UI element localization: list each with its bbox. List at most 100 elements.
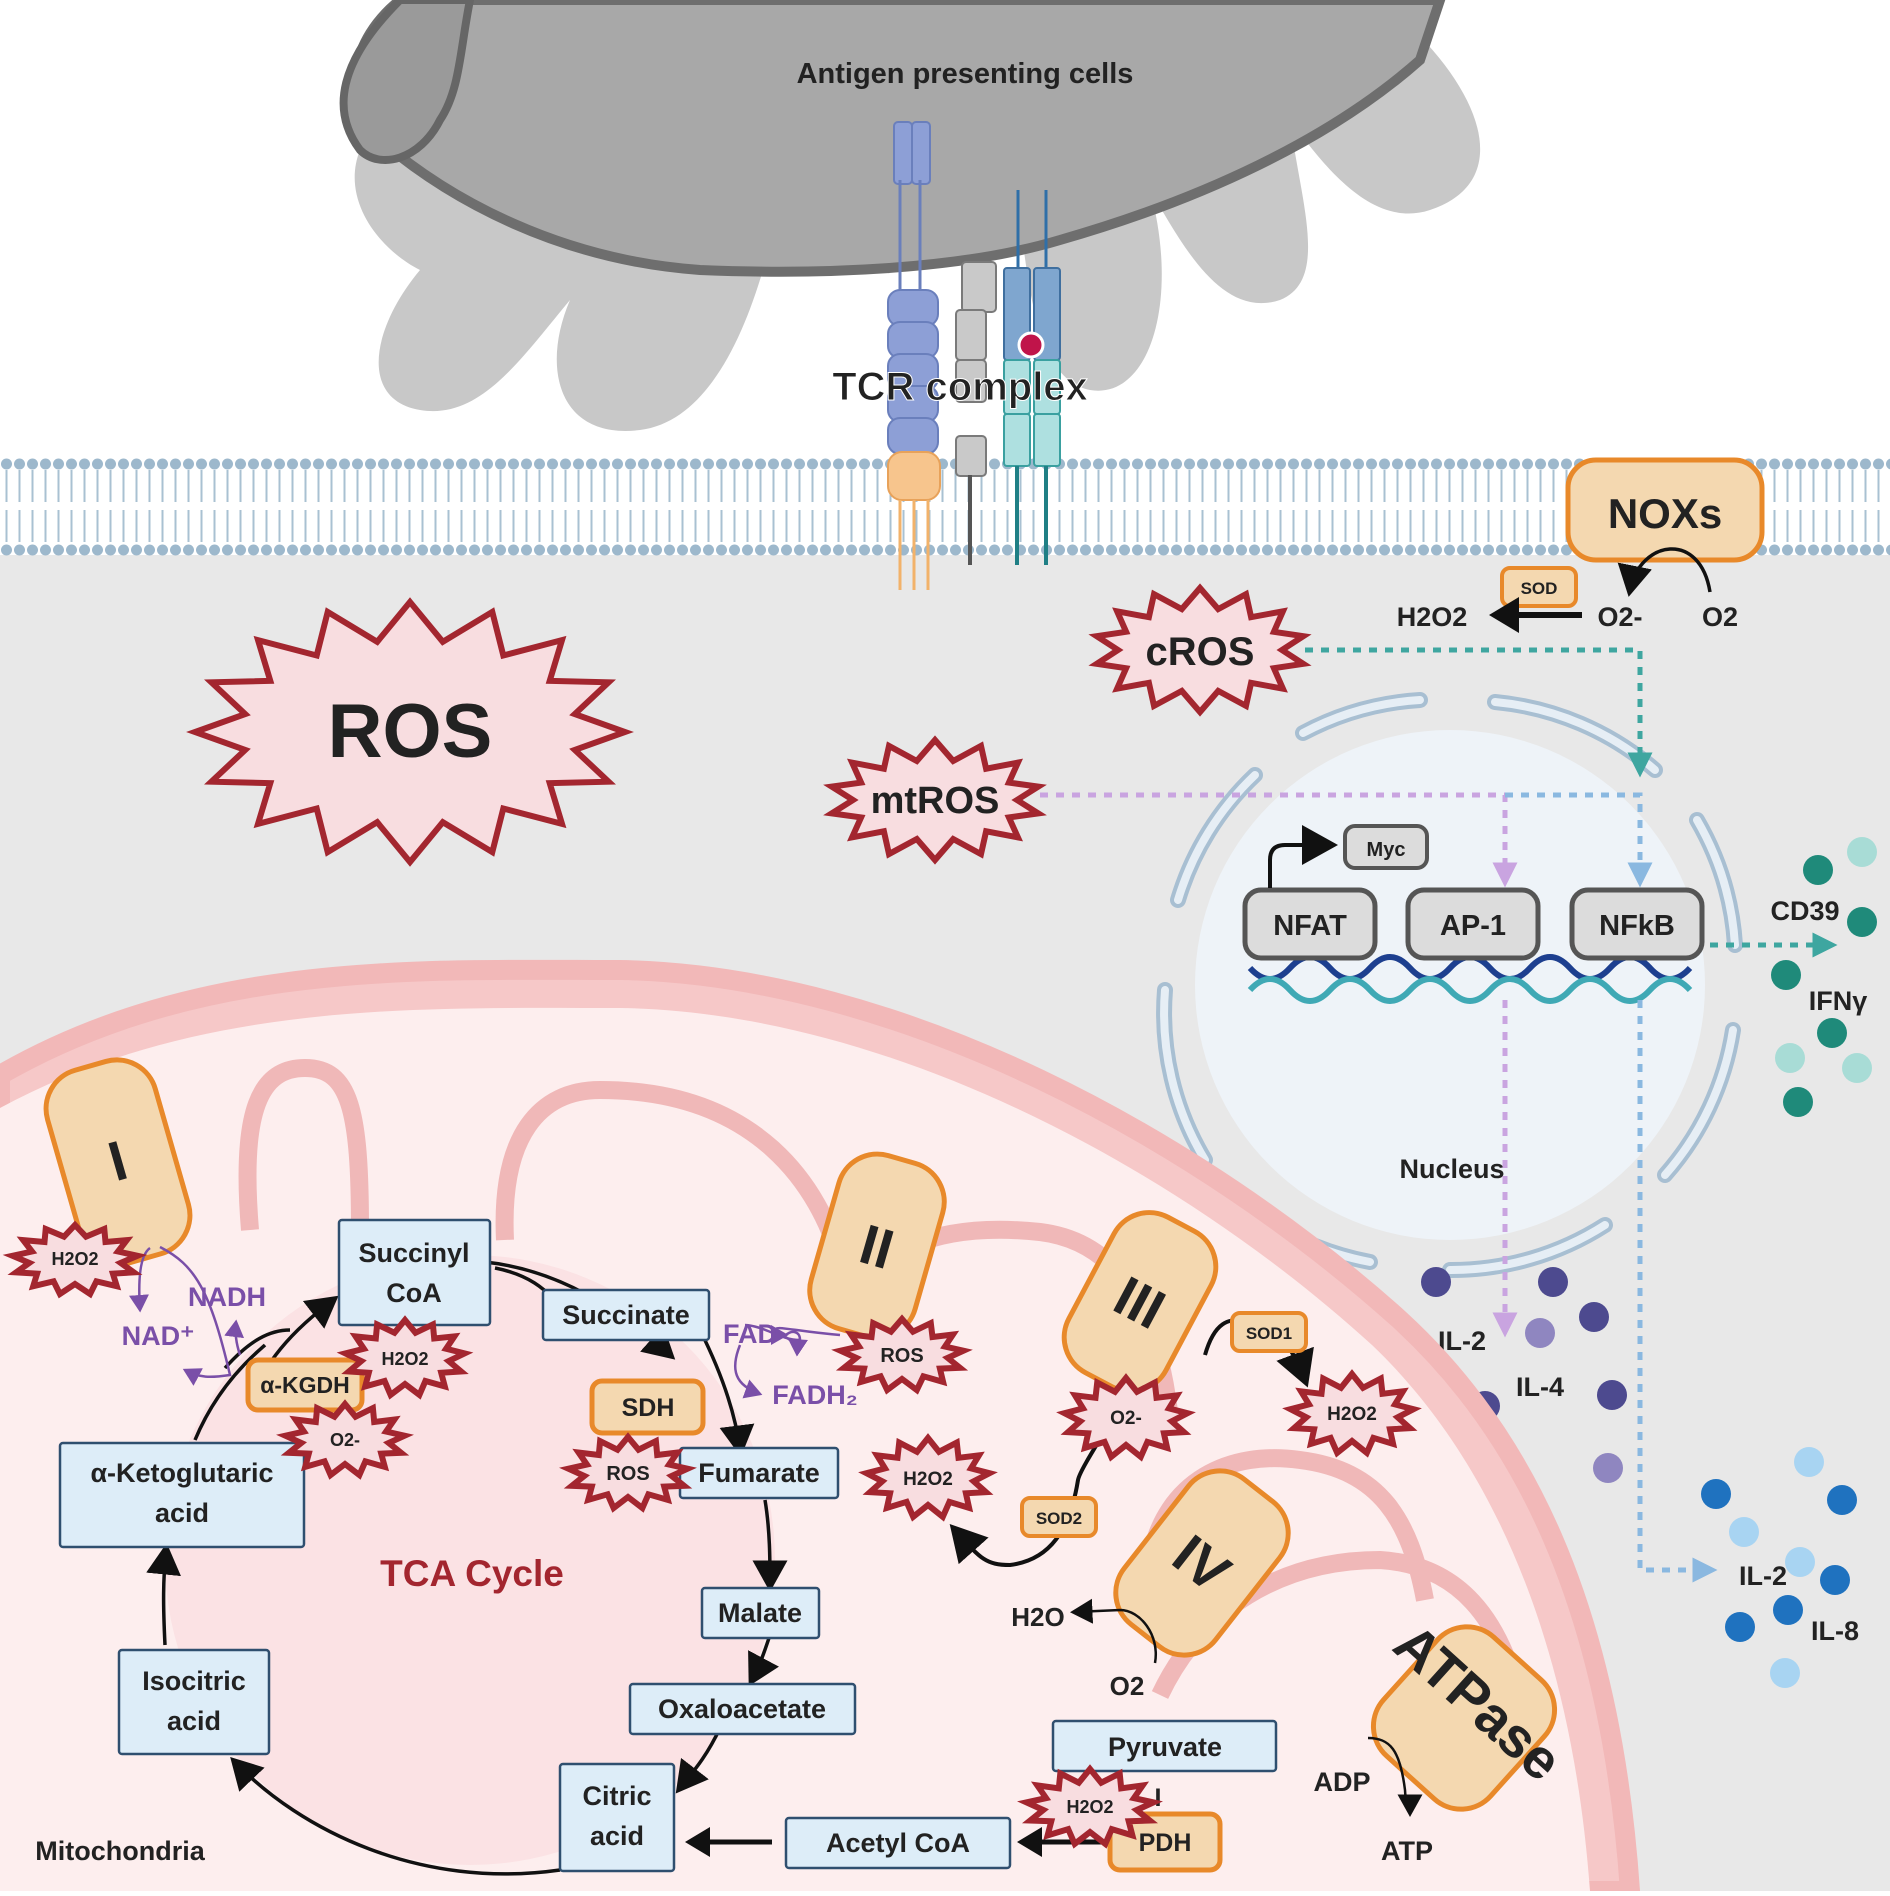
nox-o2-label: O2 [1702, 602, 1738, 632]
tf-ap1-label: AP-1 [1440, 910, 1506, 942]
pyruvate-box [1051, 1719, 1278, 1773]
apc-label: Antigen presenting cells [797, 58, 1134, 90]
ros-star-h2o2-sod1: H2O2 [1282, 1369, 1422, 1458]
il4-label: IL-4 [1516, 1372, 1564, 1402]
s6-label: O2- [1110, 1408, 1142, 1429]
cros-star: cROS [1088, 583, 1312, 717]
s4-label: ROS [606, 1463, 649, 1485]
ros-star-o2-akgdh: O2- [276, 1399, 414, 1480]
cytokines-blue: IL-2 IL-8 [1701, 1447, 1859, 1688]
tf-ap1 [1405, 887, 1541, 961]
atp-label: ATP [1381, 1836, 1433, 1866]
ros-star-h2o2-c1: H2O2 [2, 1220, 148, 1299]
succinyl-coa-label-2: CoA [386, 1278, 442, 1308]
tca-cycle-label: TCA Cycle [380, 1553, 564, 1594]
ros-star-o2-c3: O2- [1056, 1373, 1196, 1462]
citric-acid-label-2: acid [590, 1821, 644, 1851]
nucleus-label: Nucleus [1399, 1154, 1504, 1184]
acetyl-coa-label: Acetyl CoA [826, 1828, 970, 1858]
nad-label: NAD⁺ [122, 1321, 195, 1351]
oxaloacetate-label: Oxaloacetate [658, 1694, 826, 1724]
fadh2-label: FADH₂ [772, 1380, 858, 1410]
acetyl-coa-box [784, 1816, 1012, 1870]
c4-o2-label: O2 [1110, 1671, 1145, 1701]
akg-acid-label-2: acid [155, 1498, 209, 1528]
ros-star-h2o2-pdh: H2O2 [1017, 1764, 1163, 1849]
sdh-box [589, 1378, 706, 1436]
il2-blue-label: IL-2 [1739, 1561, 1787, 1591]
sdh-label: SDH [622, 1394, 675, 1422]
tcr-label: TCR complex [832, 365, 1088, 409]
s3-label: O2- [330, 1430, 360, 1450]
mitochondria-label: Mitochondria [35, 1836, 205, 1866]
mtros-label: mtROS [871, 780, 1000, 822]
s9-label: H2O2 [1066, 1797, 1113, 1817]
ros-star: ROS [186, 597, 634, 867]
succinyl-coa-label-1: Succinyl [358, 1238, 469, 1268]
tf-nfat-label: NFAT [1273, 910, 1347, 942]
akg-acid-label-1: α-Ketoglutaric [90, 1458, 273, 1488]
s8-label: H2O2 [903, 1469, 953, 1490]
h2o-label: H2O [1011, 1602, 1064, 1632]
citric-acid-box [558, 1762, 676, 1873]
s1-label: H2O2 [51, 1249, 98, 1269]
sod2-box [1020, 1496, 1098, 1538]
akg-acid-box [58, 1441, 306, 1549]
pdh-label: PDH [1139, 1829, 1192, 1857]
pdh-box [1107, 1811, 1223, 1873]
nox-label: NOXs [1608, 490, 1722, 537]
fad-label: FAD [723, 1319, 777, 1349]
il2-purple-label: IL-2 [1438, 1326, 1486, 1356]
ros-star-c2: ROS [831, 1314, 973, 1395]
cytokines-teal: CD39 IFNγ [1770, 837, 1877, 1117]
tca-intermediates: Succinyl CoA Succinate Fumarate Malate O… [58, 1218, 1278, 1873]
complex-iii: III [1061, 1210, 1219, 1394]
akgdh-label: α-KGDH [260, 1372, 350, 1398]
malate-box [700, 1586, 821, 1640]
myc-label: Myc [1367, 839, 1406, 861]
sod2-label: SOD2 [1036, 1509, 1082, 1528]
nox-h2o2-label: H2O2 [1397, 602, 1468, 632]
isocitric-acid-label-2: acid [167, 1706, 221, 1736]
ros-star-h2o2-sod2: H2O2 [858, 1433, 998, 1522]
malate-label: Malate [718, 1598, 802, 1628]
ros-label: ROS [328, 689, 493, 774]
ifng-label: IFNγ [1809, 986, 1868, 1016]
pyruvate-label: Pyruvate [1108, 1732, 1222, 1762]
sod1-box [1230, 1311, 1308, 1353]
fumarate-label: Fumarate [698, 1458, 820, 1488]
s2-label: H2O2 [381, 1349, 428, 1369]
myc-box [1343, 824, 1429, 870]
il8-label: IL-8 [1811, 1616, 1859, 1646]
small-ros-stars: H2O2 H2O2 O2- ROS ROS O2- H2O2 H2O2 [2, 1220, 1422, 1849]
complex-iv: IV [1113, 1468, 1291, 1658]
sod1-label: SOD1 [1246, 1324, 1292, 1343]
akgdh-box [245, 1357, 365, 1413]
cd39-label: CD39 [1770, 896, 1839, 926]
atpase: ATPase [1370, 1611, 1574, 1812]
ros-star-h2o2-akgdh: H2O2 [336, 1315, 474, 1400]
tca-enzymes: α-KGDH SDH PDH [245, 1357, 1223, 1873]
cros-label: cROS [1146, 630, 1255, 674]
ros-star-sdh: ROS [559, 1432, 697, 1513]
complex-i: I [43, 1057, 193, 1267]
tf-nfkb-label: NFkB [1599, 910, 1675, 942]
tf-nfat [1242, 887, 1378, 961]
s5-label: ROS [880, 1345, 923, 1367]
sod-label: SOD [1521, 579, 1558, 598]
citric-acid-label-1: Citric [582, 1781, 651, 1811]
tf-nfkb [1569, 887, 1705, 961]
etc-reactions: NADH NAD⁺ FAD FADH₂ SOD1 SOD2 H2O O2 ADP… [122, 1245, 1433, 1866]
succinate-box [541, 1288, 711, 1342]
tcr-complex: TCR complex [832, 121, 1088, 590]
oxaloacetate-box [628, 1682, 857, 1736]
isocitric-acid-box [117, 1648, 271, 1756]
nox-enzyme: NOXs O2 O2- SOD H2O2 [1397, 457, 1765, 633]
adp-label: ADP [1313, 1767, 1370, 1797]
succinyl-coa-box [337, 1218, 492, 1327]
s7-label: H2O2 [1327, 1404, 1377, 1425]
inhibit-label: I [1155, 1784, 1162, 1812]
nadh-label: NADH [188, 1282, 266, 1312]
isocitric-acid-label-1: Isocitric [142, 1666, 246, 1696]
